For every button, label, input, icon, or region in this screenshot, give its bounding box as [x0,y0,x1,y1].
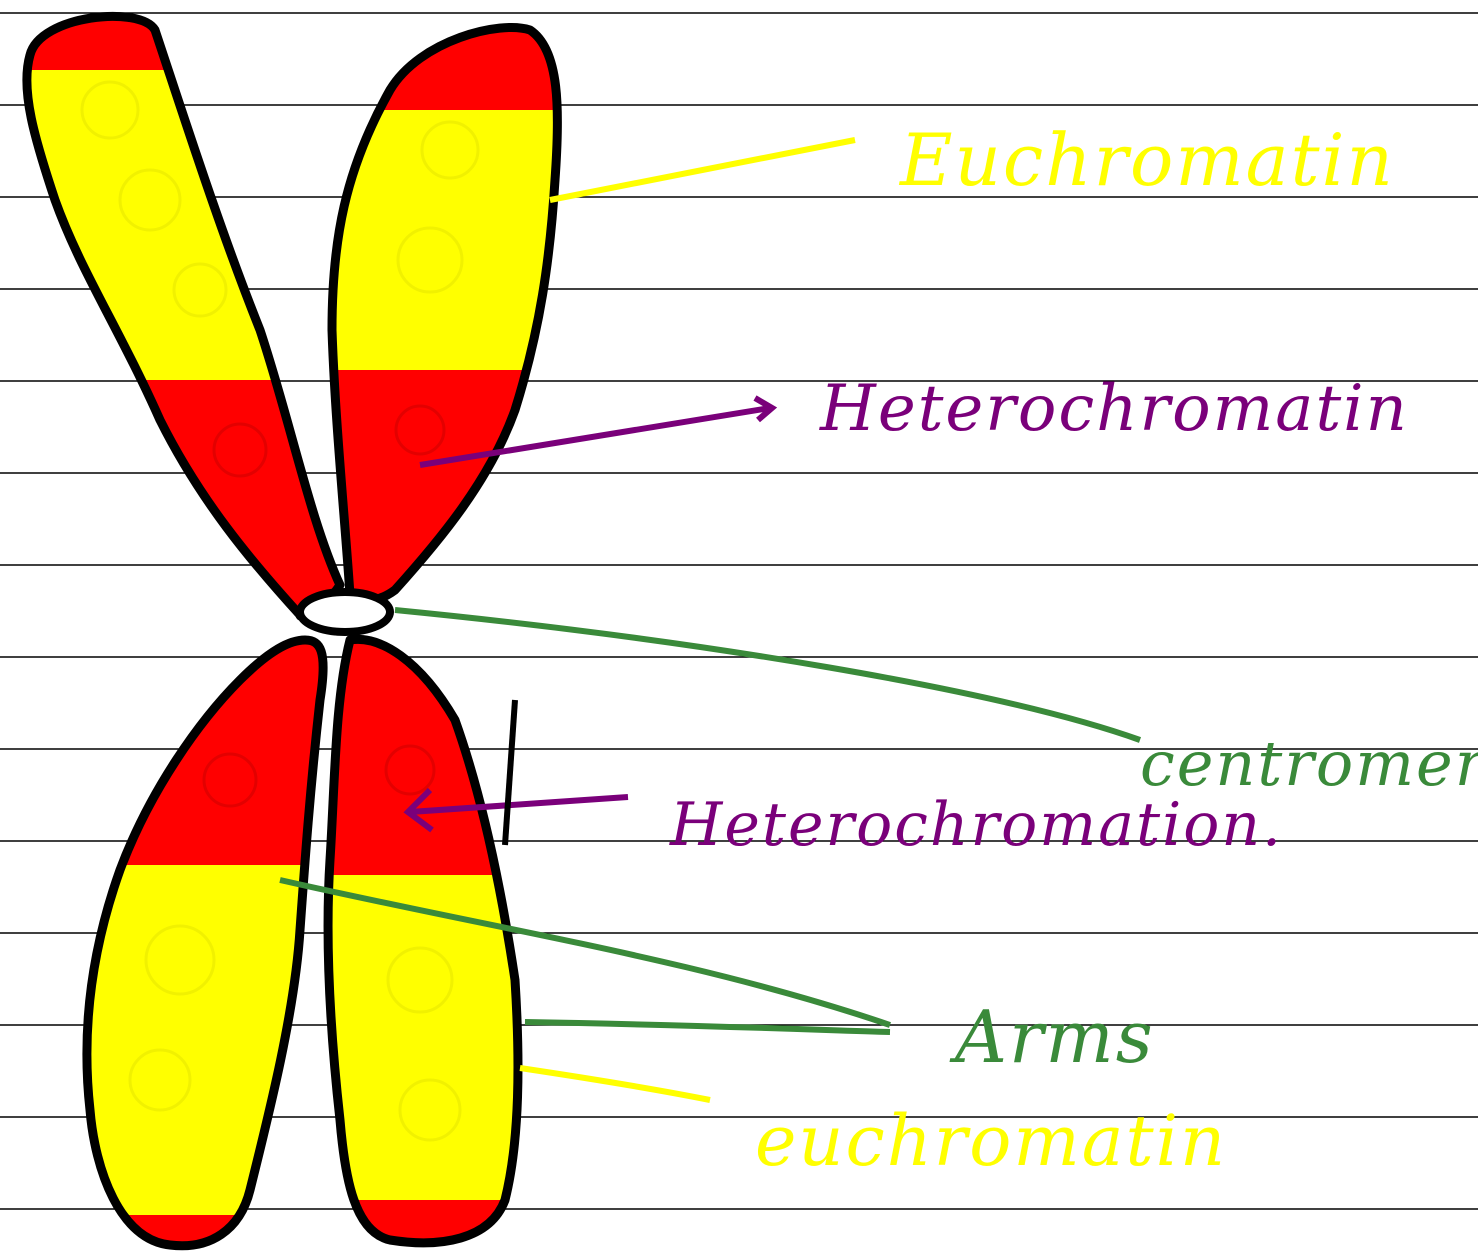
heterochromatin-tip-lower-left [60,1215,350,1256]
label-euchromatin-top: Euchromatin [898,118,1395,202]
label-arms: Arms [949,995,1155,1079]
heterochromatin-band-upper-right [320,370,580,610]
lower-right-arm [320,630,540,1256]
lower-left-arm [60,630,350,1256]
centromere-leader [395,610,1140,740]
heterochromatin-tip-upper-right [320,0,580,110]
upper-right-arm [320,0,580,610]
euchromatin-bottom-leader [520,1068,710,1100]
label-heterochromatin-bottom: Heterochromation. [669,790,1283,860]
euchromatin-top-leader [550,140,855,200]
label-heterochromatin-top: Heterochromatin [819,372,1409,446]
marker-tick [505,700,515,845]
centromere [300,592,390,632]
label-euchromatin-bottom: euchromatin [755,1100,1227,1182]
heterochromatin-tip-upper-left [0,0,400,70]
